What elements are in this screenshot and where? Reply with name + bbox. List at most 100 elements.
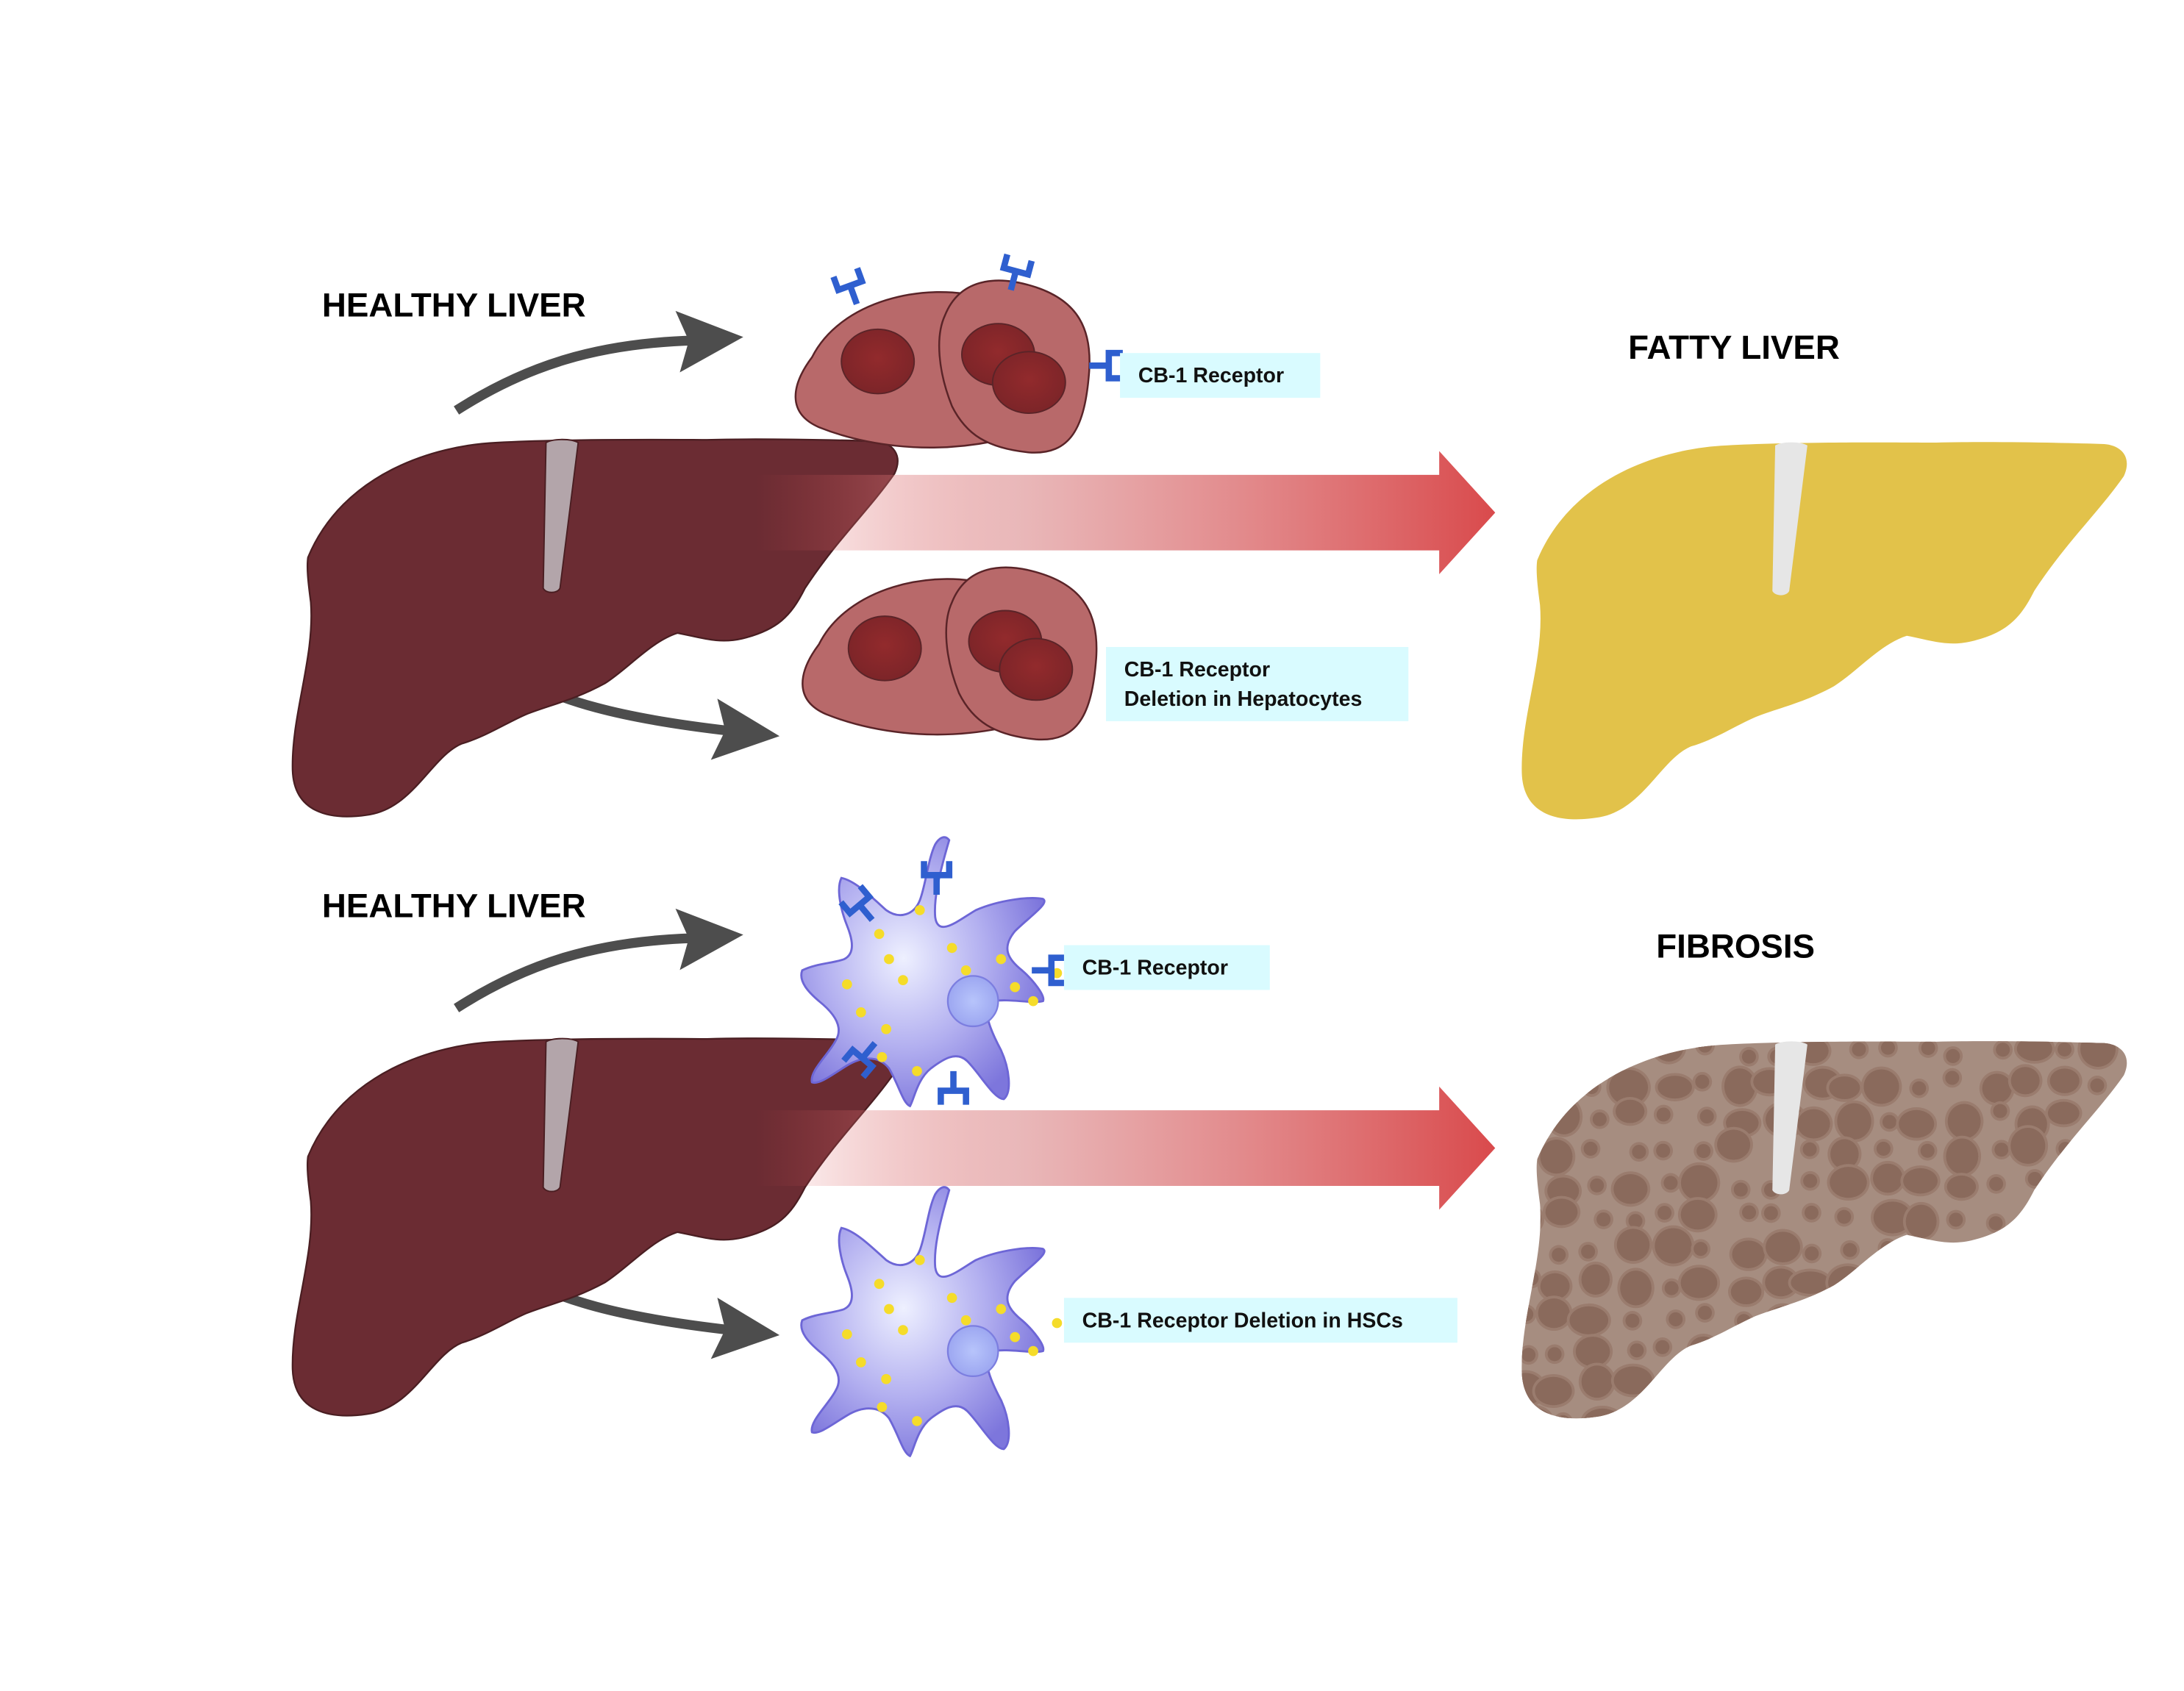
progression-arrow-fatty [756, 451, 1496, 575]
progression-arrow-fatty-body [756, 451, 1496, 575]
fibrosis-nodule [1921, 1041, 1935, 1056]
fibrosis-nodule-rim [2090, 1337, 2110, 1358]
fibrosis-nodule [1609, 1070, 1649, 1106]
nucleus [847, 615, 922, 682]
fibrosis-nodule [1902, 1331, 1935, 1365]
fibrosis-nodule [1763, 1206, 1778, 1220]
fibrosis-nodule [1620, 1270, 1652, 1306]
fibrosis-nodule [1663, 1176, 1678, 1190]
fibrosis-nodule-rim [1791, 1362, 1825, 1397]
fibrosis-nodule [2090, 1240, 2105, 1254]
fibrosis-nodule [1625, 1313, 1640, 1328]
fibrosis-nodule-rim [1623, 1406, 1643, 1419]
healthy-liver-title: HEALTHY LIVER [322, 887, 586, 924]
lipid-droplet [946, 1293, 957, 1304]
fibrosis-nodule [2093, 1340, 2108, 1355]
fibrosis-nodule-rim [2088, 1237, 2108, 1257]
hepatocytes-cb1-deleted [802, 566, 1098, 741]
fibrosis-nodule [1521, 1100, 1538, 1123]
fibrosis-nodule-rim [1833, 1411, 1853, 1419]
fibrosis-nodule-rim [1739, 1340, 1759, 1361]
lipid-droplet [881, 1023, 891, 1034]
fibrosis-nodule-rim [1931, 1394, 1974, 1419]
fibrosis-nodule [1583, 1141, 1598, 1156]
fibrosis-nodule [1616, 1099, 1645, 1123]
fibrosis-nodule [1843, 1243, 1858, 1257]
fibrosis-nodule [1592, 1112, 1607, 1126]
lipid-droplet [881, 1373, 891, 1384]
fibrosis-nodule [1906, 1265, 1944, 1300]
fibrosis-nodule [1696, 1144, 1711, 1159]
curved-arrow-up-head [675, 310, 743, 373]
lipid-droplet [841, 1329, 852, 1340]
cb1-receptor-label: CB-1 Receptor [1063, 945, 1270, 990]
fibrosis-nodule [2091, 1201, 2127, 1225]
fibrosis-nodule-rim [1990, 1243, 2010, 1264]
fibrosis-nodule [1794, 1365, 1823, 1394]
curved-arrow-up-shaft [457, 938, 695, 1008]
cb1-receptor-label-bg [1120, 353, 1321, 398]
fibrosis-nodule [1996, 1043, 2010, 1057]
fibrosis-nodule [1994, 1143, 2009, 1157]
fibrosis-nodule [1828, 1266, 1868, 1300]
fibrosis-nodule [1718, 1406, 1749, 1419]
fibrosis-nodule-rim [2017, 1273, 2037, 1293]
fibrosis-nodule [1590, 1178, 1605, 1193]
fibrosis-nodule [1860, 1307, 1900, 1334]
fibrosis-nodule [1680, 1165, 1718, 1201]
fibrosis-nodule [1945, 1070, 1960, 1085]
fibrosis-nodule [1657, 1076, 1692, 1099]
fibrosis-nodule [1521, 1043, 1530, 1058]
fibrosis-nodule [1830, 1167, 1867, 1198]
fibrosis-nodule [1541, 1041, 1570, 1067]
cb1-receptor-icon [1089, 349, 1123, 382]
lipid-droplet [1010, 982, 1021, 993]
fibrosis-nodule-rim [1946, 1337, 1982, 1376]
lipid-droplet [960, 1315, 971, 1326]
cb1-receptor-icon [1032, 954, 1066, 987]
fibrosis-nodule [1668, 1409, 1682, 1419]
fibrosis-nodule [2010, 1128, 2046, 1164]
fibrosis-nodule [1993, 1246, 2008, 1261]
fibrosis-nodule [1724, 1068, 1756, 1104]
healthy-liver-title: HEALTHY LIVER [322, 287, 586, 324]
curved-arrow-down-head [710, 1298, 780, 1359]
fibrosis-nodule-rim [2063, 1211, 2084, 1231]
fibrosis-nodule [2025, 1334, 2055, 1362]
fibrosis-nodule [1697, 1306, 1713, 1320]
lipid-droplet [898, 975, 908, 985]
fibrosis-nodule [1548, 1098, 1580, 1134]
fibrosis-nodule [2049, 1068, 2080, 1093]
fibrosis-nodule [1540, 1140, 1573, 1174]
fibrosis-nodule-rim [2081, 1267, 2119, 1297]
lipid-droplet [1052, 1318, 1063, 1329]
fibrosis-nodule [1833, 1379, 1862, 1406]
fibrosis-nodule [2084, 1270, 2116, 1295]
fibrosis-nodule [1741, 1049, 1756, 1064]
fibrosis-nodule [1946, 1138, 1979, 1174]
fibrosis-nodule [1829, 1076, 1860, 1100]
fibrosis-nodule [1876, 1415, 1891, 1419]
fibrosis-nodule [2025, 1209, 2040, 1224]
curved-arrow-down-head [710, 698, 780, 760]
fibrosis-nodule [1698, 1041, 1713, 1053]
fibrosis-nodule [1695, 1074, 1710, 1089]
fibrosis-nodule-rim [1794, 1305, 1837, 1340]
fibrosis-nodule [1924, 1246, 1939, 1261]
cb1-receptor-icon [838, 884, 875, 923]
stellate-nucleus [946, 1325, 999, 1378]
fibrosis-nodule-rim [2028, 1236, 2049, 1256]
fibrosis-nodule [1837, 1103, 1871, 1140]
fibrosis-nodule [1865, 1266, 1900, 1301]
fibrosis-nodule-rim [1946, 1248, 1966, 1268]
fibrosis-nodule [1733, 1182, 1748, 1197]
fibrosis-nodule [1803, 1173, 1818, 1188]
fibrosis-nodule-rim [1800, 1395, 1844, 1419]
fatty-liver-illustration-body [1521, 442, 2127, 820]
fibrosis-nodule-rim [2055, 1270, 2075, 1291]
fibrosis-nodule-rim [1798, 1349, 1819, 1369]
cb1-receptor-icon [999, 253, 1035, 291]
fibrosis-nodule [2058, 1273, 2072, 1288]
receptor-shape [921, 861, 953, 895]
fibrosis-nodule-rim [1521, 1203, 1545, 1236]
